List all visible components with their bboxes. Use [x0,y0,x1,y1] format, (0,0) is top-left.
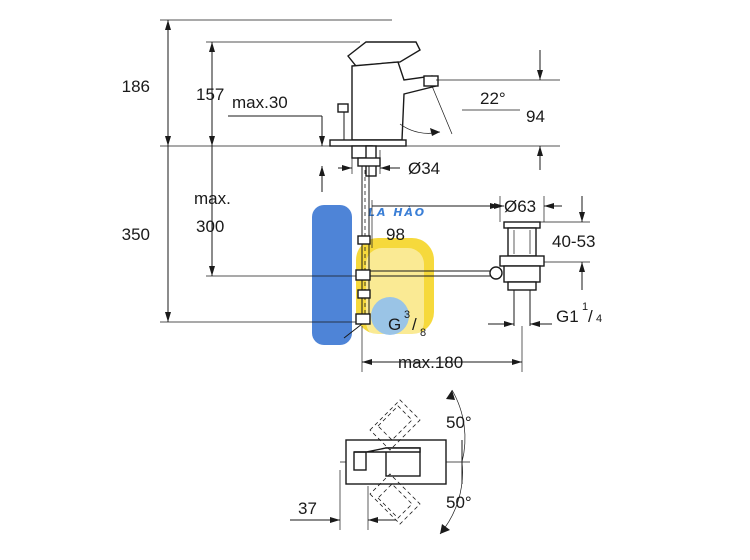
svg-text:4: 4 [596,313,602,325]
dim-angle-22: 22° [480,89,506,108]
watermark-text: LA HÀO [368,205,426,219]
dim-98: 98 [386,225,405,244]
hose-connector [355,269,371,281]
svg-text:1: 1 [582,301,588,313]
svg-text:3: 3 [404,309,410,321]
faucet-base [329,139,407,147]
lever-rotated-up [369,399,421,451]
lever-rotated-down [369,473,421,525]
front-dimension-lines [160,19,590,372]
watermark-light-circle [371,297,409,335]
waste-fitting [499,221,545,326]
dim-350: 350 [122,225,150,244]
dim-diameter-63: Ø63 [504,197,536,216]
svg-text:G: G [388,315,401,334]
dim-94: 94 [526,107,545,126]
dim-diameter-34: Ø34 [408,159,440,178]
dim-angle-50-top: 50° [446,413,472,432]
watermark-blue-bar [312,205,352,345]
faucet-lever [347,41,421,67]
faucet-body [351,61,437,141]
top-dimension-labels: 50° 50° 37 [298,413,472,518]
svg-text:/: / [412,315,417,334]
dim-max180: max.180 [398,353,463,372]
svg-text:/: / [588,307,593,326]
faucet-front-view [329,41,503,325]
dim-max30: max.30 [232,93,288,112]
dim-37: 37 [298,499,317,518]
faucet-top-view [290,389,470,535]
svg-text:G1: G1 [556,307,579,326]
dim-g1-quarter: G1 1 / 4 [556,301,602,326]
dim-300: 300 [196,217,224,236]
front-dimension-labels: 186 157 max.30 22° 94 Ø34 max. 300 350 9… [122,77,603,372]
faucet-aerator [423,75,439,87]
dim-angle-50-bottom: 50° [446,493,472,512]
dim-40-53: 40-53 [552,232,595,251]
dim-157: 157 [196,85,224,104]
dim-g-three-eighths: G 3 / 8 [388,309,426,339]
dim-186: 186 [122,77,150,96]
svg-text:8: 8 [420,327,426,339]
dim-max-label: max. [194,189,231,208]
